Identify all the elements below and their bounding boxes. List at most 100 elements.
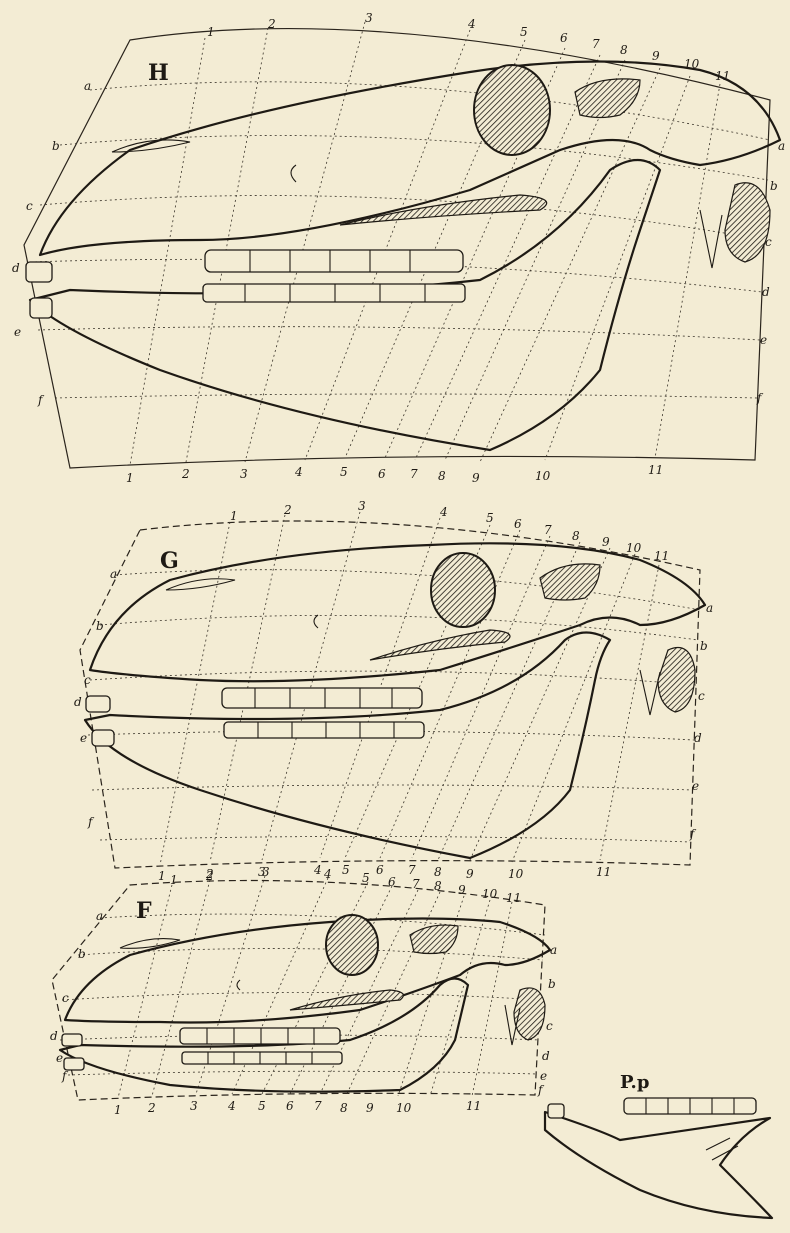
svg-text:b: b [770, 179, 778, 193]
svg-text:4: 4 [227, 1099, 236, 1113]
svg-text:5: 5 [258, 1099, 266, 1113]
figure-h-left-letters: a b c d e f [12, 79, 91, 407]
figure-f-upper-cheek-teeth [180, 1028, 340, 1044]
svg-text:10: 10 [482, 887, 498, 901]
figure-g-top-numbers: 1 2 3 4 5 6 7 8 9 10 11 [230, 499, 669, 563]
svg-text:7: 7 [412, 877, 420, 891]
svg-text:4: 4 [467, 17, 476, 31]
svg-text:1: 1 [158, 869, 166, 883]
fragment-pp-mandible-outline [545, 1112, 772, 1218]
svg-text:c: c [546, 1019, 553, 1033]
svg-text:10: 10 [508, 867, 524, 881]
svg-text:8: 8 [434, 879, 442, 893]
svg-text:3: 3 [190, 1099, 198, 1113]
svg-text:2: 2 [181, 467, 190, 481]
svg-text:2: 2 [267, 17, 276, 31]
svg-text:10: 10 [626, 541, 642, 555]
svg-text:3: 3 [358, 499, 366, 513]
figure-f-lower-incisors [64, 1058, 84, 1070]
svg-text:6: 6 [514, 517, 522, 531]
svg-text:11: 11 [715, 69, 730, 83]
svg-text:e: e [760, 333, 767, 347]
svg-text:9: 9 [466, 867, 474, 881]
svg-text:1: 1 [170, 873, 178, 887]
svg-text:8: 8 [340, 1101, 348, 1115]
figure-f: F 1 2 3 4 5 6 7 8 9 10 11 1 2 3 4 5 6 7 … [50, 865, 557, 1117]
svg-text:b: b [548, 977, 556, 991]
svg-text:1: 1 [207, 25, 215, 39]
svg-text:2: 2 [205, 869, 214, 883]
svg-text:c: c [26, 199, 33, 213]
svg-text:4: 4 [323, 867, 332, 881]
svg-text:f: f [756, 391, 764, 405]
svg-text:4: 4 [439, 505, 448, 519]
figure-h-nasal-notch [112, 140, 190, 152]
svg-text:5: 5 [362, 871, 370, 885]
svg-text:d: d [74, 695, 82, 709]
figure-h: H 1 2 3 4 5 6 7 8 9 10 11 1 2 3 4 5 6 7 … [12, 11, 785, 485]
svg-text:7: 7 [592, 37, 600, 51]
figure-g-orbit [431, 553, 495, 627]
svg-text:5: 5 [520, 25, 528, 39]
svg-text:1: 1 [230, 509, 238, 523]
figure-h-infraorbital-foramen [291, 165, 296, 182]
figure-h-upper-cheek-teeth [205, 250, 463, 272]
svg-text:e: e [56, 1051, 63, 1065]
svg-text:9: 9 [652, 49, 660, 63]
svg-text:5: 5 [342, 863, 350, 877]
figure-g-occipital-condyle [658, 648, 695, 713]
svg-text:e: e [692, 779, 699, 793]
figure-h-upper-incisors [26, 262, 52, 282]
svg-text:9: 9 [458, 883, 466, 897]
figure-f-temporal-fossa [410, 925, 458, 953]
svg-text:6: 6 [286, 1099, 294, 1113]
figure-h-right-letters: a b c d e f [756, 139, 785, 405]
svg-text:6: 6 [388, 875, 396, 889]
svg-text:11: 11 [596, 865, 611, 879]
svg-text:4: 4 [313, 863, 322, 877]
svg-text:c: c [765, 235, 772, 249]
figure-g-label: G [160, 548, 179, 574]
figure-f-zygomatic-arch [290, 990, 403, 1010]
figure-f-nasal-notch [120, 939, 180, 949]
figure-f-grid-frame [52, 881, 545, 1101]
figure-g-nasal-notch [166, 579, 235, 590]
svg-text:f: f [61, 1069, 69, 1083]
figure-f-label: F [136, 898, 152, 924]
svg-text:e: e [14, 325, 21, 339]
svg-text:3: 3 [365, 11, 373, 25]
figure-h-grid-horizontals [30, 82, 770, 398]
svg-text:d: d [50, 1029, 58, 1043]
svg-text:8: 8 [620, 43, 628, 57]
svg-text:6: 6 [560, 31, 568, 45]
fragment-pp-hatching [706, 1138, 738, 1160]
svg-text:e: e [80, 731, 87, 745]
svg-text:b: b [52, 139, 60, 153]
svg-text:8: 8 [438, 469, 446, 483]
svg-text:a: a [550, 943, 557, 957]
svg-text:3: 3 [262, 865, 270, 879]
svg-text:6: 6 [378, 467, 386, 481]
svg-text:9: 9 [366, 1101, 374, 1115]
figure-g: G 1 2 3 4 5 6 7 8 9 10 11 1 2 3 4 5 6 7 … [74, 499, 713, 883]
svg-text:2: 2 [147, 1101, 156, 1115]
svg-text:d: d [12, 261, 20, 275]
figure-h-zygomatic-arch [340, 195, 547, 225]
svg-text:5: 5 [340, 465, 348, 479]
figure-g-paroccipital-process [640, 670, 660, 715]
figure-g-bottom-numbers: 1 2 3 4 5 6 7 8 9 10 11 [158, 863, 611, 883]
svg-text:9: 9 [472, 471, 480, 485]
figure-g-upper-incisors [86, 696, 110, 712]
figure-f-infraorbital-foramen [237, 980, 240, 990]
figure-h-paroccipital-process [700, 210, 722, 268]
svg-text:b: b [96, 619, 104, 633]
svg-text:a: a [778, 139, 785, 153]
fragment-pp: P.p [545, 1072, 772, 1218]
figure-h-bottom-numbers: 1 2 3 4 5 6 7 8 9 10 11 [126, 463, 663, 485]
figure-g-temporal-fossa [540, 564, 600, 600]
svg-text:a: a [706, 601, 713, 615]
svg-text:9: 9 [602, 535, 610, 549]
figure-f-grid-horizontals [60, 914, 545, 1075]
figure-h-grid-frame [24, 29, 770, 468]
svg-text:1: 1 [114, 1103, 122, 1117]
